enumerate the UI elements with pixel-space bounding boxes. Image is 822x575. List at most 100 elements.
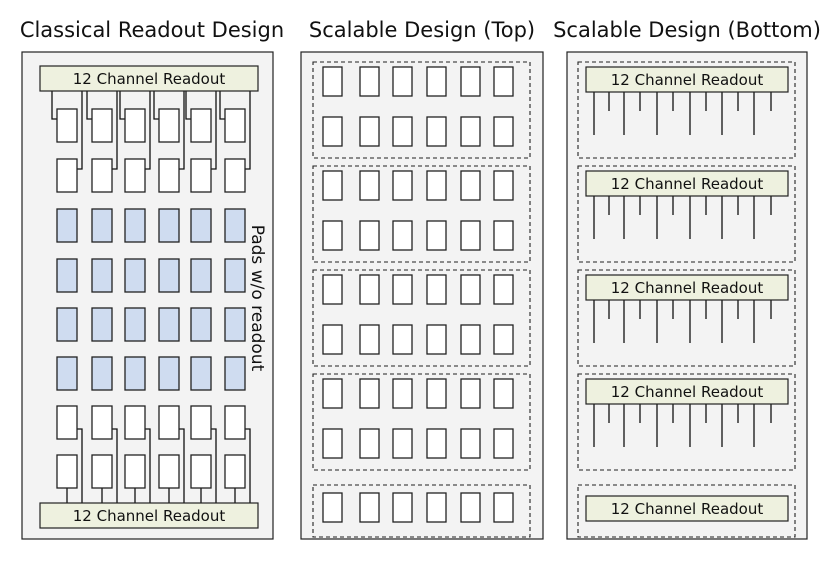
readout-box-label: 12 Channel Readout (611, 500, 764, 518)
readout-pad (224, 405, 246, 440)
readout-pad (91, 108, 113, 143)
readout-pad (359, 220, 380, 251)
readout-box (585, 170, 789, 197)
scalable-bottom-layout: 12 Channel Readout 12 Channel Readout 12 C… (577, 61, 796, 538)
pad-no-readout (91, 208, 113, 243)
readout-pad (56, 454, 78, 489)
pad-no-readout (158, 208, 180, 243)
readout-pad (190, 405, 212, 440)
trace (153, 91, 159, 120)
readout-box-label: 12 Channel Readout (611, 279, 764, 297)
readout-pad (56, 158, 78, 193)
trace (77, 428, 83, 503)
readout-pad (359, 324, 380, 355)
pad-no-readout (190, 307, 212, 342)
scalable-bottom-panel-title: Scalable Design (Bottom) (553, 18, 821, 42)
readout-pad (190, 158, 212, 193)
readout-pad (426, 66, 447, 97)
readout-pad (392, 378, 413, 409)
readout-pad (392, 66, 413, 97)
readout-pad (460, 66, 481, 97)
readout-pad (426, 220, 447, 251)
readout-pad (460, 116, 481, 147)
trace (211, 428, 217, 503)
trace (145, 428, 151, 503)
readout-box-label: 12 Channel Readout (611, 175, 764, 193)
readout-pad (493, 116, 514, 147)
readout-pad (158, 405, 180, 440)
readout-pad (359, 378, 380, 409)
readout-box-label: 12 Channel Readout (611, 71, 764, 89)
readout-pad (460, 492, 481, 523)
trace (145, 91, 151, 170)
readout-pad (392, 428, 413, 459)
readout-box (585, 66, 789, 93)
trace (179, 428, 185, 503)
module-outline (577, 373, 796, 471)
trace (179, 91, 185, 170)
readout-pad (224, 454, 246, 489)
trace (211, 91, 217, 170)
pad-no-readout (190, 258, 212, 293)
pad-no-readout (56, 208, 78, 243)
readout-pad (460, 170, 481, 201)
readout-pad (322, 428, 343, 459)
pad-no-readout (158, 356, 180, 391)
readout-pad (56, 405, 78, 440)
pad-no-readout (224, 307, 246, 342)
readout-pad (359, 170, 380, 201)
readout-pad (190, 108, 212, 143)
readout-pad (460, 220, 481, 251)
readout-pad (493, 274, 514, 305)
pad-no-readout (124, 258, 146, 293)
readout-box-label: 12 Channel Readout (611, 383, 764, 401)
pad-no-readout (56, 258, 78, 293)
pads-without-readout-label: Pads w/o readout (247, 225, 267, 372)
classical-wires (51, 91, 251, 503)
readout-pad (426, 428, 447, 459)
module-outline (312, 165, 531, 263)
pad-no-readout (224, 258, 246, 293)
scalable-top-layout (312, 61, 531, 538)
pad-no-readout (124, 307, 146, 342)
readout-pad (91, 158, 113, 193)
readout-pad (460, 378, 481, 409)
readout-pad (392, 170, 413, 201)
readout-pad (460, 274, 481, 305)
readout-pad (493, 428, 514, 459)
module-outline (577, 269, 796, 367)
readout-pad (359, 66, 380, 97)
readout-pad (322, 492, 343, 523)
readout-box (585, 274, 789, 301)
pad-no-readout (91, 356, 113, 391)
readout-pad (460, 324, 481, 355)
readout-pad (359, 274, 380, 305)
readout-pad (426, 116, 447, 147)
scalable-top-panel-title: Scalable Design (Top) (309, 18, 535, 42)
readout-pad (493, 170, 514, 201)
classical-panel-title: Classical Readout Design (20, 18, 284, 42)
readout-pad (124, 454, 146, 489)
readout-pad (493, 66, 514, 97)
pad-no-readout (56, 356, 78, 391)
module-outline (312, 484, 531, 538)
module-outline (577, 484, 796, 538)
classical-bottom-readout-label: 12 Channel Readout (73, 507, 226, 525)
readout-pad (392, 324, 413, 355)
readout-pad (426, 324, 447, 355)
trace (185, 91, 191, 120)
readout-pad (426, 170, 447, 201)
trace (86, 91, 92, 120)
module-outline (312, 373, 531, 471)
readout-pad (426, 274, 447, 305)
readout-pad (392, 220, 413, 251)
pad-no-readout (190, 208, 212, 243)
pad-no-readout (91, 258, 113, 293)
readout-pad (322, 170, 343, 201)
classical-top-readout-box (39, 65, 259, 92)
readout-pad (426, 492, 447, 523)
readout-box (585, 495, 789, 522)
readout-pad (392, 116, 413, 147)
readout-pad (359, 116, 380, 147)
